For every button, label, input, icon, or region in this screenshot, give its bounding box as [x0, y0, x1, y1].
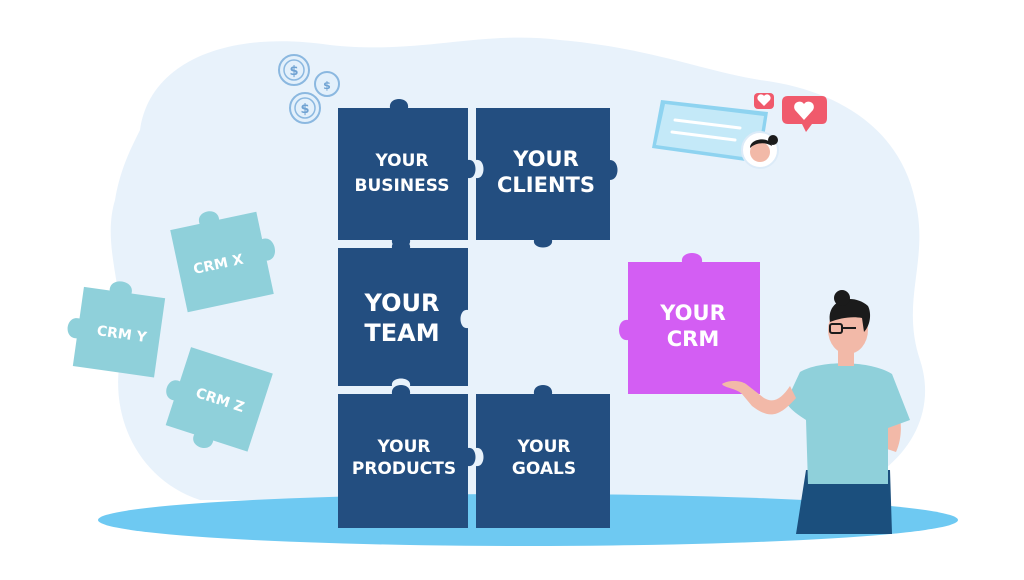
your-goals-label-2: GOALS — [512, 459, 576, 479]
your-products-label-2: PRODUCTS — [352, 459, 456, 479]
your-goals-label-1: YOUR — [516, 437, 570, 457]
puzzle-piece-crm-y: CRM Y — [67, 281, 166, 378]
puzzle-piece-your-crm — [619, 253, 760, 394]
dollar-coin-icon: $ — [314, 71, 340, 97]
your-team-label-2: TEAM — [364, 319, 439, 347]
your-team-label-1: YOUR — [364, 289, 440, 317]
your-business-label-2: BUSINESS — [355, 176, 450, 196]
puzzle-piece-your-goals — [476, 385, 610, 528]
puzzle-piece-your-clients — [476, 108, 618, 248]
your-crm-label-1: YOUR — [659, 301, 726, 325]
person-figure — [722, 290, 910, 534]
heart-icon — [782, 96, 827, 132]
svg-text:$: $ — [323, 79, 331, 92]
svg-text:$: $ — [300, 102, 309, 117]
puzzle-piece-your-products — [338, 385, 476, 528]
heart-icon — [754, 93, 774, 109]
puzzle-piece-your-team — [338, 240, 468, 386]
svg-text:$: $ — [289, 64, 298, 79]
avatar — [741, 131, 779, 169]
your-clients-label-2: CLIENTS — [497, 173, 595, 197]
chat-bubble-icon — [652, 100, 768, 163]
dollar-coin-icon: $ — [289, 92, 321, 124]
puzzle-piece-crm-z: CRM Z — [165, 347, 273, 452]
your-clients-label-1: YOUR — [512, 147, 579, 171]
your-crm-label-2: CRM — [667, 327, 719, 351]
puzzle-piece-your-business — [338, 99, 476, 248]
your-business-label-1: YOUR — [374, 151, 428, 171]
puzzle-piece-crm-x: CRM X — [170, 211, 275, 313]
dollar-coin-icon: $ — [278, 54, 310, 86]
crm-y-label: CRM Y — [96, 323, 149, 346]
your-products-label-1: YOUR — [376, 437, 430, 457]
